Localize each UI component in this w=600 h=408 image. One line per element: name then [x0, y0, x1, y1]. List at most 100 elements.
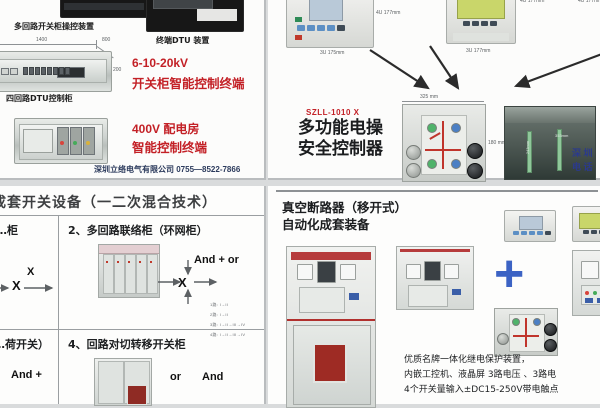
- device-withdrawable-drawer-unit: 353mm 243mm: [504, 106, 596, 180]
- controller-title-block: 多功能电操 安全控制器: [298, 118, 383, 161]
- arrow-right-to-drawer: [513, 53, 600, 88]
- arrow-relay-b-to-controller: [429, 45, 460, 90]
- device-lv-control-terminal: [14, 118, 108, 164]
- side-note-3: 3路: I→II→III→IV: [210, 322, 246, 327]
- dimension-line-controller-width: [402, 101, 484, 102]
- indicator-lamp-blue: [451, 159, 461, 169]
- relay-status-indicator: [295, 35, 302, 40]
- relay-key: [490, 21, 497, 26]
- spec-line-2: 内嵌工控机、液晶屏 3路电压 、3路电: [404, 370, 557, 380]
- relay-key: [463, 21, 470, 26]
- cabinet-meter-right: [340, 264, 356, 280]
- company-footer: 深圳立络电气有限公司 0755—8522-7866: [94, 165, 241, 174]
- relay-lcd-display: [457, 0, 505, 19]
- relay-keypad: [463, 21, 497, 26]
- relay-key: [545, 231, 551, 235]
- dimension-drawer-depth: 353mm: [555, 133, 569, 138]
- lv-display: [23, 129, 53, 153]
- panel-top-right: 4U 177mm 3U 175mm 4U 177mm 3U 177mm 4U 1…: [268, 0, 600, 182]
- relay-key: [317, 25, 325, 31]
- selector-knob-right-bottom: [544, 339, 557, 352]
- controller-title-line1: 多功能电操: [298, 118, 383, 138]
- dimension-relay-c-height: 4U 177mm: [578, 0, 600, 4]
- rmu-cell: [125, 254, 136, 294]
- device-dtu-rack-cabinet: [0, 51, 112, 92]
- corner-company-text-line2: 电 话: [572, 162, 593, 172]
- controller-title-line2: 安全控制器: [298, 139, 383, 160]
- caption-multiloop-controller: 多回路开关柜操控装置: [14, 22, 94, 31]
- mimic-vertical-bus: [442, 121, 444, 169]
- device-transfer-switchgear: [94, 358, 152, 406]
- mimic-horizontal-bus: [425, 149, 461, 151]
- cabinet-seam: [287, 319, 375, 321]
- caption-dtu-terminal: 终端DTU 装置: [156, 36, 210, 45]
- dimension-label-width: 1400: [36, 37, 48, 43]
- corner-company-text-line1: 深 圳: [572, 148, 593, 158]
- dimension-relay-b-width: 3U 177mm: [466, 48, 491, 54]
- cell-2-flow-arrows: [158, 260, 218, 304]
- rack-button: [53, 67, 58, 75]
- spec-line-1: 优质名牌一体化继电保护装置，: [404, 355, 531, 365]
- dimension-controller-height: 180 mm: [488, 140, 507, 146]
- device-protection-relay-b: [446, 0, 516, 44]
- divider-top-br: [276, 190, 598, 192]
- dimension-drawer-height: 243mm: [525, 140, 531, 155]
- dimension-relay-b-height: 4U 177mm: [520, 0, 545, 4]
- device-cabinet-cropped-right: [572, 250, 600, 316]
- indicator-lamp-blue: [451, 123, 461, 133]
- relay-lcd-display: [519, 216, 543, 230]
- relay-key: [472, 21, 479, 26]
- device-protection-relay-a: [286, 0, 374, 48]
- cell-4-annotation-and: And: [202, 371, 224, 383]
- cabinet-display: [424, 261, 441, 281]
- selector-knob-left-bottom: [406, 163, 421, 178]
- device-multifunction-safety-controller: [402, 104, 486, 182]
- rmu-cell: [103, 254, 114, 294]
- cabinet-meter: [581, 261, 599, 279]
- relay-key: [521, 231, 527, 235]
- rmu-cell: [147, 254, 158, 294]
- cell-title-2: 2、多回路联络柜（环网柜）: [68, 224, 208, 237]
- relay-lcd-display: [579, 213, 600, 229]
- rack-button: [29, 67, 34, 75]
- relay-lcd-display: [309, 0, 343, 21]
- thumbnail-relay-a: [504, 210, 556, 242]
- plus-symbol: +: [494, 245, 525, 303]
- arrow-relay-a-to-controller: [369, 49, 430, 90]
- cabinet-blue-label: [585, 298, 593, 303]
- cabinet-brand-band: [290, 251, 372, 260]
- cabinet-blue-label: [597, 298, 600, 303]
- cell-2-annotation-and-or: And + or: [194, 254, 239, 266]
- rmu-indicator: [150, 261, 152, 263]
- dimension-label-height: 200: [113, 67, 122, 73]
- side-note-2: 2路: I→II: [210, 312, 229, 317]
- cell-title-3: …荷开关）: [0, 338, 49, 351]
- relay-key: [337, 25, 345, 31]
- rack-indicator-block: [10, 68, 18, 75]
- relay-key: [307, 25, 315, 31]
- relay-key: [529, 231, 535, 235]
- indicator-lamp-blue: [533, 318, 541, 326]
- promo-line-400v: 400V 配电房: [132, 122, 200, 136]
- transfer-cell: [98, 360, 124, 405]
- spec-line-3: 4个开关量输入±DC15-250V带电触点: [404, 385, 559, 395]
- caption-dtu-rack-cabinet: 四回路DTU控制柜: [6, 94, 73, 103]
- section-title-switchgear: 成套开关设备（一二次混合技术）: [0, 195, 217, 211]
- relay-key: [537, 231, 543, 235]
- relay-keypad: [297, 25, 345, 31]
- rack-indicator-block: [1, 68, 9, 75]
- rack-button: [59, 67, 64, 75]
- panel-top-left: 多回路开关柜操控装置 终端DTU 装置 1400 800 200: [0, 0, 266, 180]
- cabinet-blue-label: [349, 293, 359, 300]
- cabinet-meter-left: [406, 264, 421, 279]
- cell-4-annotation-or: or: [170, 371, 181, 383]
- relay-key: [297, 25, 305, 31]
- cell-1-annotation-x-top: X: [27, 266, 35, 278]
- promo-line-switchgear-terminal: 开关柜智能控制终端: [132, 77, 245, 91]
- thumbnail-safety-controller: [494, 308, 558, 356]
- rack-button-row: [23, 67, 70, 75]
- status-led: [593, 291, 597, 295]
- cabinet-display: [317, 261, 336, 283]
- section-title-vcb: 真空断路器（移开式） 自动化成套装备: [282, 200, 407, 234]
- device-ring-main-unit: [98, 244, 160, 298]
